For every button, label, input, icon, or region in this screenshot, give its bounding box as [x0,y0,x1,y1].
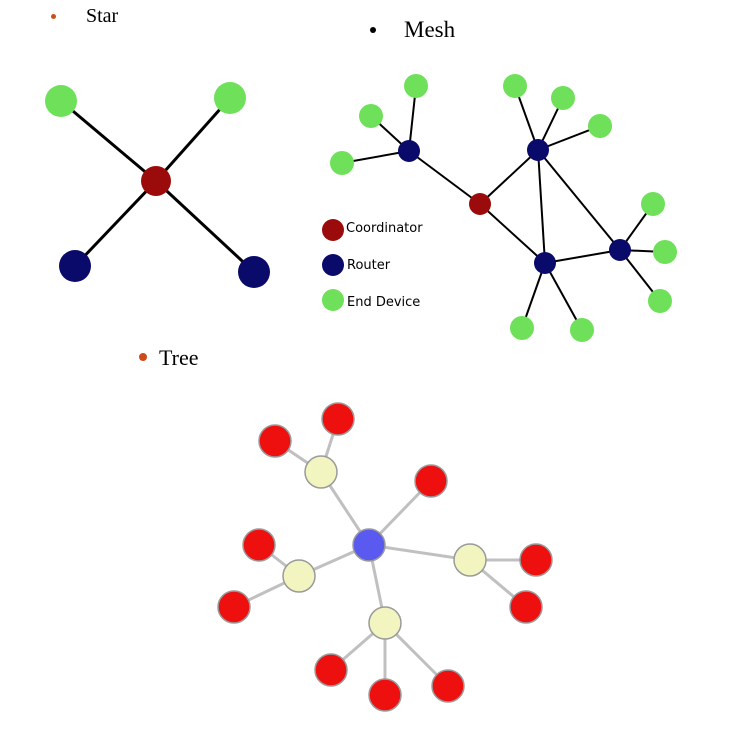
mesh-end-device-node [510,316,534,340]
tree-leaf-node [519,543,553,577]
mesh-diagram [341,85,666,331]
mesh-end-device-node [330,151,354,175]
mesh-end-device-node [588,114,612,138]
tree-root-node [352,528,386,562]
mesh-end-device-node [653,240,677,264]
legend-router-swatch [322,254,344,276]
legend-end-device-swatch [322,289,344,311]
tree-diagram [233,418,536,695]
mesh-end-device-node [551,86,575,110]
legend: Coordinator Router End Device [322,219,423,311]
mesh-coordinator-node [469,193,491,215]
tree-leaf-node [321,402,355,436]
mesh-end-device-node [359,104,383,128]
star-end-device-node [45,85,77,117]
tree-leaf-node [314,653,348,687]
tree-leaf-node [258,424,292,458]
star-end-device-node [214,82,246,114]
tree-leaf-node [431,669,465,703]
mesh-end-device-node [503,74,527,98]
tree-leaf-node [414,464,448,498]
tree-leaf-node [242,528,276,562]
star-bullet-icon [51,14,56,19]
star-label: Star [86,5,118,28]
mesh-router-node [398,140,420,162]
star-edge [154,179,256,274]
mesh-title: Mesh [404,17,456,42]
mesh-end-device-node [641,192,665,216]
mesh-end-device-node [648,289,672,313]
mesh-end-device-node [570,318,594,342]
tree-branch-node [304,455,338,489]
legend-end-device-label: End Device [347,295,420,310]
star-edge [73,179,158,268]
star-router-node [59,250,91,282]
tree-leaf-node [368,678,402,712]
legend-coordinator-label: Coordinator [346,221,423,236]
tree-leaf-node [509,590,543,624]
star-edge [154,97,232,182]
legend-coordinator-swatch [322,219,344,241]
tree-branch-node [368,606,402,640]
mesh-router-node [534,252,556,274]
tree-branch-node [453,543,487,577]
star-router-node [238,256,270,288]
legend-router-label: Router [347,258,391,273]
star-title: Star [86,5,119,27]
mesh-end-device-node [404,74,428,98]
star-diagram [60,97,256,274]
mesh-bullet-icon [370,27,376,33]
star-coordinator-node [141,166,171,196]
tree-label: Tree [159,345,199,371]
tree-title: Tree [159,345,199,370]
star-edge [60,99,157,183]
mesh-label: Mesh [404,17,455,43]
tree-bullet-icon [139,353,147,361]
mesh-router-node [527,139,549,161]
tree-branch-node [282,559,316,593]
mesh-router-node [609,239,631,261]
tree-leaf-node [217,590,251,624]
